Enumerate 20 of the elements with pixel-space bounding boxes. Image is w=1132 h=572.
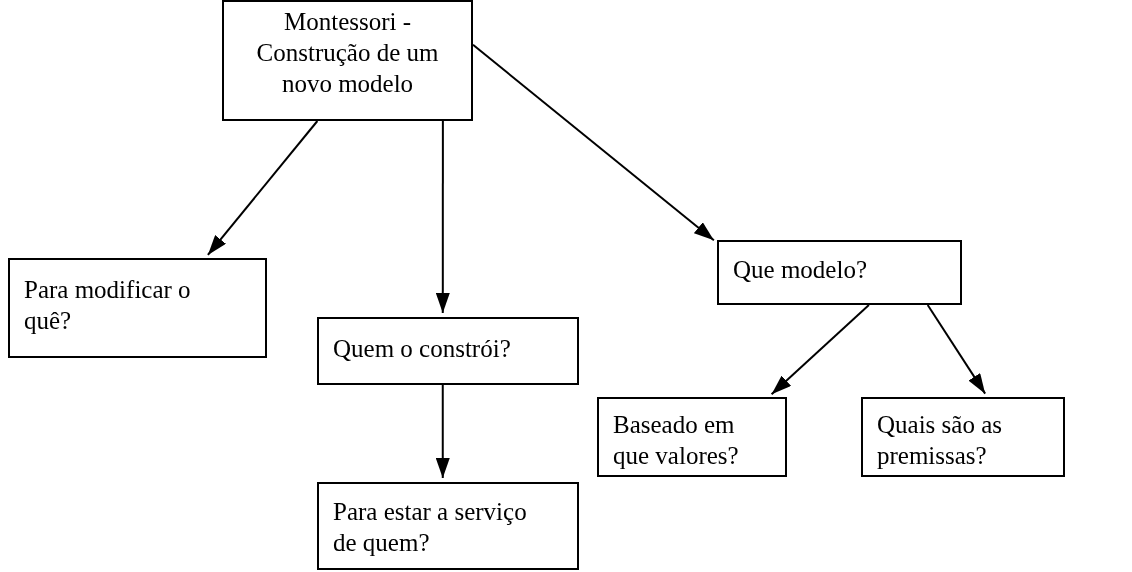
- question-box: [861, 397, 1065, 477]
- arrow: [770, 304, 870, 396]
- box-text: Para estar a serviço de quem?: [333, 497, 528, 558]
- box-text: Baseado em que valores?: [613, 410, 740, 471]
- question-box: [717, 240, 962, 305]
- arrow: [435, 384, 450, 479]
- question-box: [317, 482, 579, 570]
- question-box: [222, 0, 473, 121]
- question-box: [8, 258, 267, 358]
- box-text: Quem o constrói?: [333, 334, 512, 364]
- arrow: [435, 120, 450, 314]
- question-box: [317, 317, 579, 385]
- arrow: [472, 43, 715, 242]
- box-text: Quais são as premissas?: [877, 410, 1003, 471]
- box-text: Para modificar o quê?: [24, 275, 192, 336]
- box-text: Que modelo?: [733, 255, 868, 285]
- arrow: [206, 120, 319, 256]
- box-text: Montessori - Construção de um novo modelo: [255, 7, 440, 99]
- question-box: [597, 397, 787, 477]
- arrow: [926, 304, 987, 395]
